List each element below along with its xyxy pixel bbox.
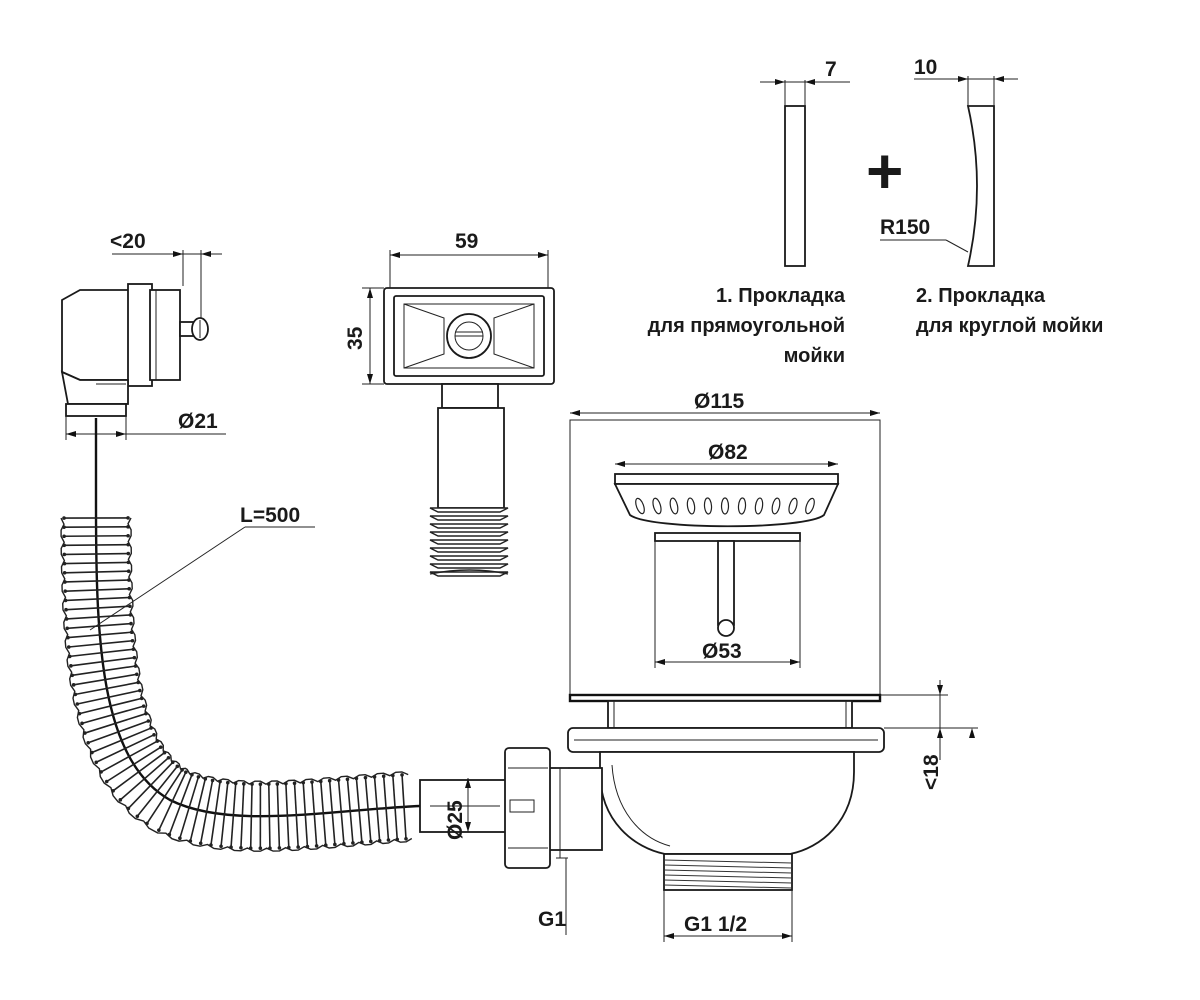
- gasket2-thickness-label: 10: [914, 56, 937, 79]
- corrugated-hose: [60, 418, 509, 852]
- gasket1-caption: 1. Прокладка для прямоугольной мойки: [648, 285, 846, 367]
- overflow-diameter-label: Ø21: [178, 410, 218, 433]
- plus-symbol: +: [866, 135, 903, 207]
- overflow-side-view: [60, 283, 209, 417]
- overflow-diameter-dimension: Ø21: [65, 410, 226, 440]
- hose-diameter-label: Ø25: [444, 800, 467, 840]
- hose-length-dimension: L=500: [89, 504, 315, 631]
- gasket-rectangular: 7: [760, 58, 850, 267]
- flange-diameter-label: Ø115: [694, 390, 745, 413]
- gasket2-caption-line1: 2. Прокладка: [916, 285, 1046, 307]
- hose-length-label: L=500: [240, 504, 300, 527]
- union-nut: [504, 747, 551, 869]
- side-thread-dimension: G1: [538, 767, 568, 935]
- strainer-outline-box: Ø115: [569, 390, 881, 696]
- overflow-front-view: [383, 287, 555, 577]
- gasket1-thickness-label: 7: [825, 58, 837, 81]
- sink-thickness-label: <18: [920, 754, 943, 790]
- strainer-diameter-label: Ø82: [708, 441, 748, 464]
- gasket2-caption: 2. Прокладка для круглой мойки: [916, 285, 1103, 337]
- gasket-round: 10 R150: [880, 56, 1018, 267]
- hose-diameter-dimension: Ø25: [444, 778, 471, 840]
- gasket1-caption-line3: мойки: [784, 345, 845, 367]
- overflow-offset-dimension: <20: [110, 230, 222, 318]
- gasket2-radius-label: R150: [880, 216, 930, 239]
- overflow-width-dimension: 59: [389, 230, 549, 288]
- drain-body: [547, 693, 885, 891]
- gasket1-caption-line1: 1. Прокладка: [716, 285, 846, 307]
- gasket1-caption-line2: для прямоугольной: [648, 315, 845, 337]
- outlet-thread-label: G1 1/2: [684, 913, 747, 936]
- outlet-thread-dimension: G1 1/2: [663, 890, 793, 942]
- strainer-basket: Ø82 Ø53: [613, 441, 840, 668]
- sink-thickness-dimension: <18: [880, 680, 978, 790]
- overflow-offset-label: <20: [110, 230, 146, 253]
- overflow-height-label: 35: [344, 326, 367, 350]
- strainer-body-diameter-label: Ø53: [702, 640, 742, 663]
- side-thread-label: G1: [538, 908, 566, 931]
- overflow-height-dimension: 35: [344, 287, 384, 385]
- gasket2-caption-line2: для круглой мойки: [916, 315, 1103, 337]
- overflow-width-label: 59: [455, 230, 478, 253]
